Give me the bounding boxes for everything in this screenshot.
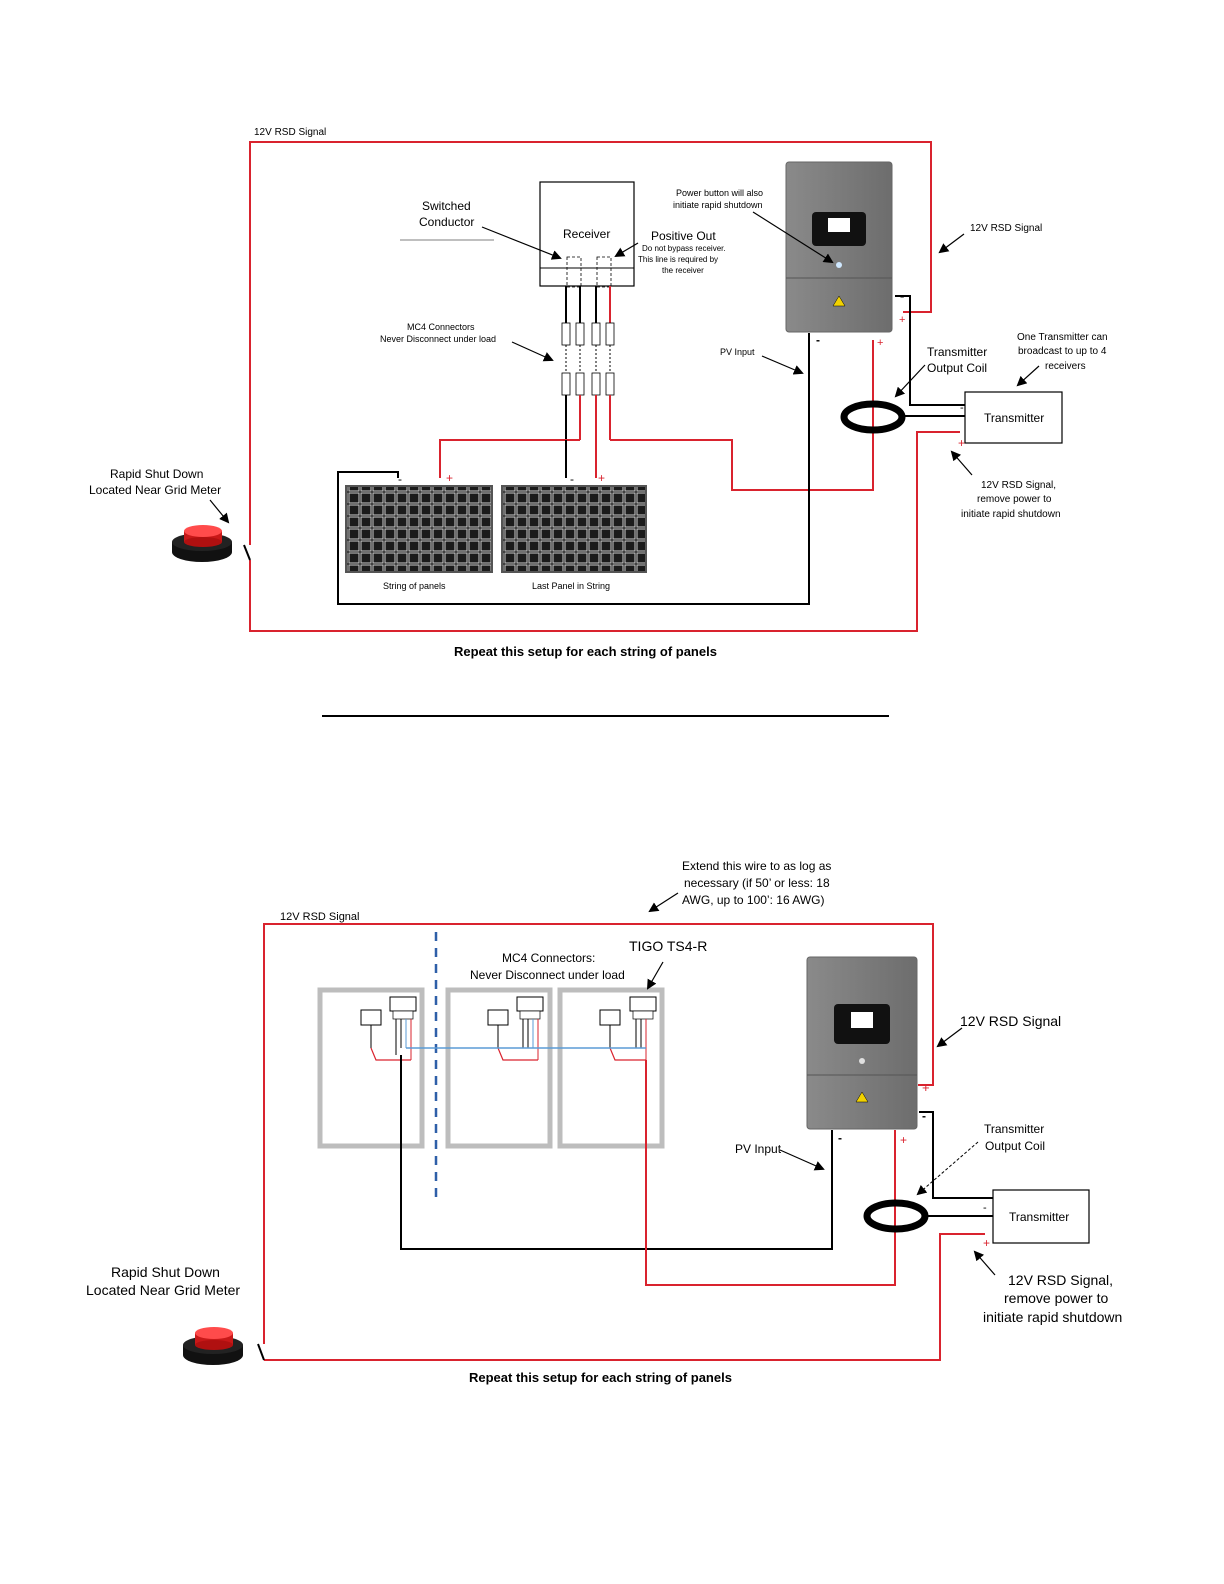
svg-text:AWG, up to 100’: 16 AWG): AWG, up to 100’: 16 AWG) [682,893,825,907]
svg-text:-: - [960,402,964,414]
svg-text:Transmitter: Transmitter [984,1122,1044,1136]
svg-text:-: - [816,333,820,347]
svg-text:12V RSD Signal: 12V RSD Signal [280,911,360,923]
receiver-label: Receiver [563,227,610,241]
bottom-repeat-caption: Repeat this setup for each string of pan… [469,1370,732,1385]
svg-text:This line is required by: This line is required by [638,255,718,264]
tigo-panels [317,987,665,1149]
svg-text:Transmitter: Transmitter [984,411,1044,425]
bottom-rsd-loop-upper [263,923,934,1344]
svg-text:PV Input: PV Input [720,347,755,357]
bottom-output-coil [863,1199,929,1233]
svg-text:MC4 Connectors: MC4 Connectors [407,322,475,332]
svg-text:remove power to: remove power to [977,494,1052,505]
warning-icon-bottom [855,1091,869,1103]
tigo-units [360,996,657,1061]
svg-text:necessary (if 50’ or less: 18: necessary (if 50’ or less: 18 [684,876,830,890]
rapid-shutdown-button-top [172,525,232,562]
svg-text:12V RSD Signal,: 12V RSD Signal, [1008,1272,1113,1288]
svg-text:Do not bypass receiver.: Do not bypass receiver. [642,244,726,253]
svg-text:Positive Out: Positive Out [651,229,716,243]
svg-text:-: - [398,472,402,486]
svg-text:-: - [983,1202,987,1214]
svg-text:Power button will also: Power button will also [676,188,763,198]
mc4-connectors [561,322,615,396]
top-repeat-caption: Repeat this setup for each string of pan… [454,644,717,659]
svg-text:Output Coil: Output Coil [985,1139,1045,1153]
top-output-coil [840,400,906,434]
panel-string: String of panels - + [345,471,493,591]
svg-text:Switched: Switched [422,199,471,213]
rapid-shutdown-button-bottom [183,1327,243,1365]
svg-text:TIGO TS4-R: TIGO TS4-R [629,938,707,954]
panel-last: Last Panel in String - + [501,471,647,591]
svg-text:initiate rapid shutdown: initiate rapid shutdown [983,1309,1122,1325]
bottom-diagram: Extend this wire to as log as necessary … [86,859,1122,1385]
svg-text:-: - [570,472,574,486]
svg-text:-: - [838,1131,842,1145]
svg-text:+: + [446,471,453,485]
svg-text:+: + [899,314,905,326]
svg-text:Rapid Shut Down: Rapid Shut Down [110,467,203,481]
svg-text:initiate rapid shutdown: initiate rapid shutdown [673,200,763,210]
svg-text:Output Coil: Output Coil [927,361,987,375]
svg-text:One Transmitter can: One Transmitter can [1017,332,1108,343]
svg-text:Conductor: Conductor [419,215,474,229]
svg-text:the receiver: the receiver [662,266,704,275]
svg-text:-: - [922,1109,926,1123]
svg-text:+: + [922,1080,930,1095]
svg-text:receivers: receivers [1045,361,1086,372]
inverter-bottom: + - - + [806,956,930,1147]
svg-text:remove power to: remove power to [1004,1290,1108,1306]
svg-text:+: + [983,1236,990,1250]
svg-text:12V RSD Signal: 12V RSD Signal [970,223,1042,234]
svg-text:+: + [598,471,605,485]
bottom-transmitter-box [992,1189,1090,1244]
svg-text:initiate rapid shutdown: initiate rapid shutdown [961,509,1061,520]
svg-text:Extend this wire to as log as: Extend this wire to as log as [682,859,831,873]
svg-text:+: + [958,436,965,450]
svg-text:Transmitter: Transmitter [1009,1210,1069,1224]
top-rsd-label: 12V RSD Signal [254,127,326,138]
svg-text:Located Near Grid Meter: Located Near Grid Meter [86,1282,240,1298]
svg-text:MC4 Connectors:: MC4 Connectors: [502,951,595,965]
svg-text:Rapid Shut Down: Rapid Shut Down [111,1264,220,1280]
svg-text:Never Disconnect under load: Never Disconnect under load [380,334,496,344]
receiver-box [539,181,635,287]
top-switch-gap [243,544,251,561]
svg-text:Located Near Grid Meter: Located Near Grid Meter [89,483,221,497]
top-diagram: 12V RSD Signal Receiver [89,127,1108,659]
top-transmitter-box [964,391,1063,444]
svg-text:Transmitter: Transmitter [927,345,987,359]
bottom-rsd-loop-lower [264,1233,985,1361]
string-of-panels-label: String of panels [383,581,446,591]
svg-text:Never Disconnect under load: Never Disconnect under load [470,968,625,982]
svg-text:12V RSD Signal,: 12V RSD Signal, [981,480,1056,491]
svg-text:+: + [877,337,883,349]
warning-icon [832,295,846,307]
svg-text:12V RSD Signal: 12V RSD Signal [960,1013,1061,1029]
top-rsd-loop-upper [249,141,932,545]
power-button-icon [836,262,842,268]
inverter-top: - + - + [785,161,905,349]
svg-text:+: + [900,1133,907,1147]
top-rsd-loop-lower [249,431,960,632]
last-panel-label: Last Panel in String [532,581,610,591]
svg-text:broadcast to up to 4: broadcast to up to 4 [1018,346,1107,357]
svg-text:PV Input: PV Input [735,1142,782,1156]
